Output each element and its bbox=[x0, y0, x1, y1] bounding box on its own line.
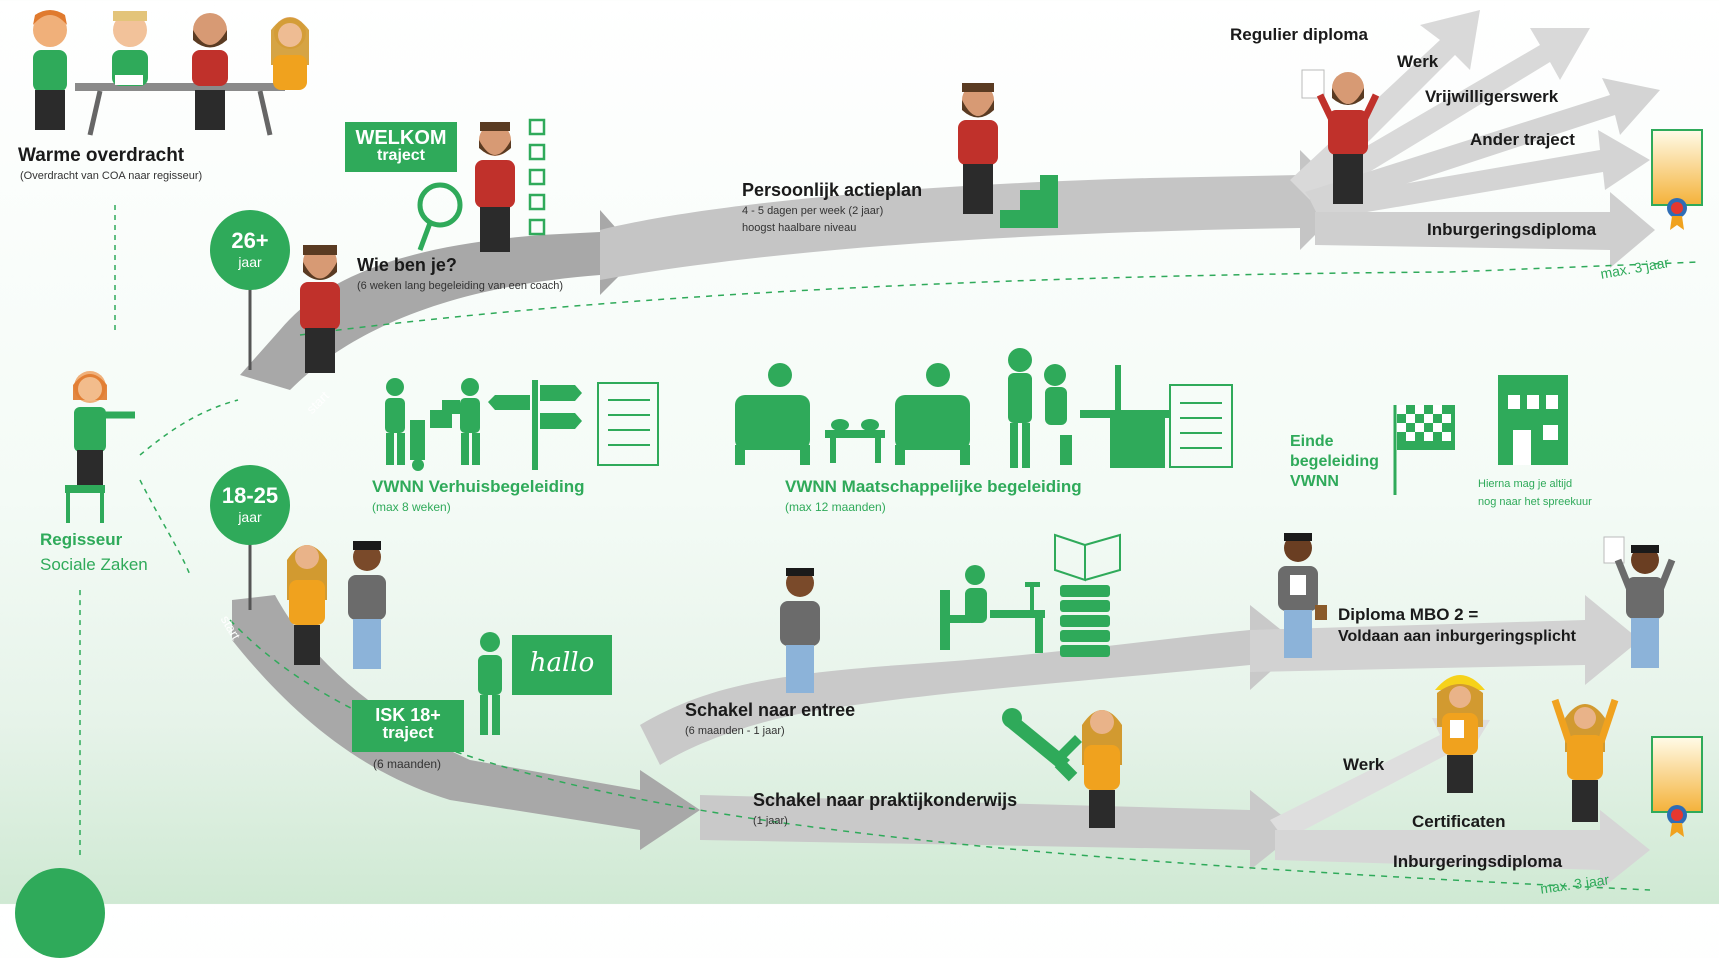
welkom-line1: WELKOM bbox=[355, 127, 447, 149]
welkom-traject-box: WELKOM traject bbox=[345, 122, 457, 172]
wie-ben-je-sub: (6 weken lang begeleiding van een coach) bbox=[357, 280, 564, 292]
person-4 bbox=[271, 17, 309, 90]
fan-arrow-5 bbox=[1315, 192, 1655, 268]
isk-sub: (6 maanden) bbox=[373, 757, 442, 771]
form-icon bbox=[597, 382, 659, 466]
isk-line2: traject bbox=[382, 723, 434, 742]
actieplan-illustration bbox=[958, 83, 1058, 228]
dashed-line-5 bbox=[299, 261, 1701, 336]
flow-arrows bbox=[79, 10, 1701, 891]
signpost-icon bbox=[532, 380, 538, 470]
partial-badge-bottom-left bbox=[15, 868, 105, 958]
mbo-graduate-figure bbox=[1603, 536, 1676, 668]
tools-icon bbox=[1002, 708, 1082, 782]
teacher-figure bbox=[478, 632, 502, 735]
stairs-icon bbox=[1000, 175, 1058, 228]
regisseur-label: Regisseur bbox=[40, 530, 123, 549]
isk-line1: ISK 18+ bbox=[375, 705, 441, 725]
man-26-start bbox=[300, 245, 340, 373]
spreekuur-line1: Hierna mag je altijd bbox=[1478, 478, 1573, 490]
outcome-werk-bottom: Werk bbox=[1343, 755, 1385, 774]
bottom-fan-1 bbox=[1270, 718, 1490, 840]
book-icon bbox=[1054, 533, 1121, 582]
celebrating-woman-figure bbox=[1551, 698, 1619, 822]
diploma-icon bbox=[1651, 129, 1703, 230]
outcome-vrijwilligerswerk: Vrijwilligerswerk bbox=[1425, 87, 1559, 106]
fan-arrow-2 bbox=[1300, 28, 1590, 205]
entree-arrow bbox=[640, 605, 1300, 765]
dashed-line-2 bbox=[139, 399, 239, 456]
vwnn-maatsch-sub: (max 12 maanden) bbox=[785, 500, 886, 514]
badge-26-plus: 26+ jaar bbox=[210, 210, 290, 290]
badge-26-unit: jaar bbox=[238, 254, 262, 270]
einde-line1: Einde bbox=[1290, 433, 1334, 450]
outcome-ander-traject: Ander traject bbox=[1470, 130, 1575, 149]
welkom-illustration bbox=[417, 118, 546, 252]
einde-begeleiding-label: Einde begeleiding VWNN bbox=[1290, 432, 1379, 492]
fan-arrow-3 bbox=[1305, 78, 1660, 212]
einde-line3: VWNN bbox=[1290, 473, 1339, 490]
magnifier-icon bbox=[417, 182, 463, 228]
badge-18-25: 18-25 jaar bbox=[210, 465, 290, 545]
badge-18-unit: jaar bbox=[238, 509, 262, 525]
vwnn-verhuis-sub: (max 8 weken) bbox=[372, 500, 451, 514]
building-icon bbox=[1498, 375, 1568, 465]
hallo-text: hallo bbox=[529, 648, 595, 678]
praktijk-arrow bbox=[700, 790, 1300, 870]
checklist-icon bbox=[528, 118, 546, 236]
meeting-table-illustration bbox=[33, 10, 309, 136]
student-man-figure bbox=[780, 568, 820, 693]
outcome-certificaten: Certificaten bbox=[1412, 812, 1506, 831]
badge-18-age: 18-25 bbox=[221, 483, 279, 508]
diploma-icon-bottom bbox=[1651, 736, 1703, 837]
vwnn-maatsch-title: VWNN Maatschappelijke begeleiding bbox=[785, 477, 1082, 496]
welkom-line2: traject bbox=[376, 147, 426, 164]
bottom-fan-2 bbox=[1275, 810, 1650, 890]
dashed-line-3 bbox=[139, 479, 191, 576]
regisseur-figure bbox=[65, 371, 135, 523]
chalkboard: hallo bbox=[512, 635, 612, 695]
wie-ben-je-title: Wie ben je? bbox=[357, 255, 457, 275]
spreekuur-line2: nog naar het spreekuur bbox=[1478, 496, 1592, 508]
outcome-werk: Werk bbox=[1397, 52, 1439, 71]
fan-arrow-4 bbox=[1310, 130, 1650, 220]
young-people-start bbox=[287, 541, 386, 669]
outcome-regulier-diploma: Regulier diploma bbox=[1230, 25, 1368, 44]
verhuis-illustration bbox=[385, 378, 659, 471]
outcome-inburgeringsdiploma-bottom: Inburgeringsdiploma bbox=[1393, 852, 1563, 871]
worker-woman-figure bbox=[1435, 675, 1485, 793]
isk-traject-box: ISK 18+ traject bbox=[352, 700, 464, 752]
badge-26-age: 26+ bbox=[231, 228, 269, 253]
graduate-man-figure bbox=[1301, 69, 1380, 204]
mbo-arrow bbox=[1250, 595, 1640, 685]
schakel-praktijk-sub: (1 jaar) bbox=[753, 815, 788, 827]
vwnn-verhuis-title: VWNN Verhuisbegeleiding bbox=[372, 477, 585, 496]
actieplan-arrow bbox=[600, 150, 1350, 280]
finish-flag-icon bbox=[1393, 405, 1455, 495]
einde-line2: begeleiding bbox=[1290, 453, 1379, 470]
actieplan-line2: hoogst haalbare niveau bbox=[742, 222, 857, 234]
person-1 bbox=[33, 10, 67, 130]
warme-overdracht-subtitle: (Overdracht van COA naar regisseur) bbox=[20, 170, 203, 182]
upper-path-arrow bbox=[240, 210, 640, 390]
mbo-man-figure bbox=[1278, 533, 1327, 658]
actieplan-line1: 4 - 5 dagen per week (2 jaar) bbox=[742, 205, 884, 217]
form-icon-2 bbox=[1169, 384, 1233, 468]
person-2 bbox=[112, 11, 148, 86]
schakel-praktijk-title: Schakel naar praktijkonderwijs bbox=[753, 790, 1018, 810]
mbo-line2: Voldaan aan inburgeringsplicht bbox=[1338, 628, 1576, 645]
sociale-zaken-label: Sociale Zaken bbox=[40, 555, 148, 574]
warme-overdracht-title: Warme overdracht bbox=[18, 145, 185, 166]
studying-illustration bbox=[940, 533, 1121, 657]
praktijk-illustration bbox=[1002, 708, 1122, 828]
outcome-inburgeringsdiploma-top: Inburgeringsdiploma bbox=[1427, 220, 1597, 239]
maatschappelijke-illustration bbox=[735, 348, 1233, 468]
lower-path-arrow bbox=[232, 595, 700, 850]
actieplan-title: Persoonlijk actieplan bbox=[742, 180, 923, 200]
dashed-line-6 bbox=[229, 619, 1651, 891]
schakel-entree-title: Schakel naar entree bbox=[685, 700, 856, 720]
schakel-entree-sub: (6 maanden - 1 jaar) bbox=[685, 725, 785, 737]
mbo-line1: Diploma MBO 2 = bbox=[1338, 605, 1479, 624]
person-3 bbox=[192, 13, 228, 130]
